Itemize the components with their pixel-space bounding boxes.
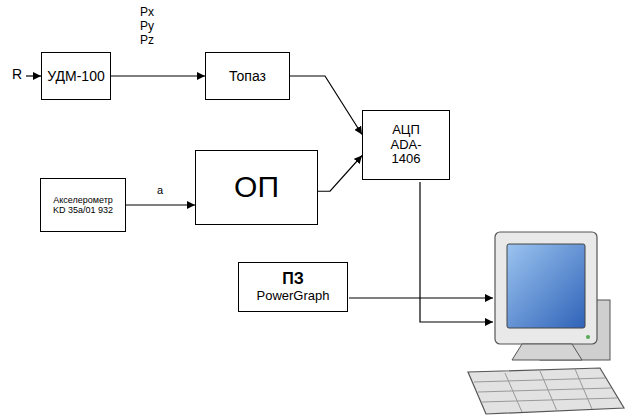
- node-subtitle: PowerGraph: [257, 289, 330, 304]
- adc-box: АЦП ADA-1406: [362, 110, 450, 180]
- node-title: ОП: [234, 170, 279, 205]
- process-box: УДМ-100: [41, 52, 111, 100]
- node-title: ПЗ: [282, 270, 304, 288]
- signal-arrow: [111, 75, 205, 76]
- process-box: ОП: [195, 150, 318, 225]
- signal-arrow: [318, 156, 362, 192]
- input-signal-label: R: [12, 66, 22, 82]
- sensor-box: Акселерометр KD 35a/01 932: [40, 178, 126, 232]
- signal-arrow: [290, 76, 362, 135]
- adc-to-pc-wire: [420, 182, 493, 322]
- software-box: ПЗPowerGraph: [238, 262, 348, 312]
- node-title: Топаз: [229, 68, 266, 84]
- process-box: Топаз: [205, 52, 290, 100]
- computer-icon: [468, 232, 624, 414]
- node-title: Акселерометр KD 35a/01 932: [48, 195, 118, 216]
- software-to-pc-wire: [349, 297, 493, 298]
- signal-label: a: [157, 184, 163, 197]
- node-title: АЦП ADA-1406: [390, 123, 421, 168]
- signal-label: Px Py Pz: [140, 6, 154, 47]
- signal-arrow: [126, 204, 195, 205]
- input-arrow: [26, 75, 41, 76]
- node-title: УДМ-100: [47, 68, 104, 84]
